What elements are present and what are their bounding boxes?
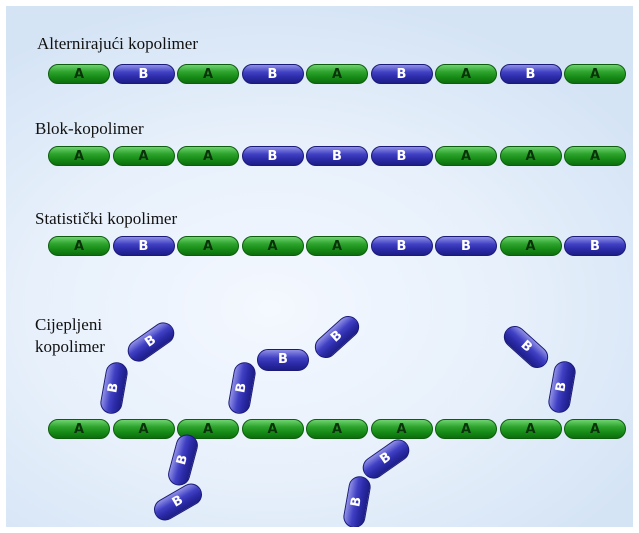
monomer-B-4: B [241, 146, 304, 166]
graft-branch-B-8: B [165, 432, 201, 488]
graft-branch-B-1: B [123, 318, 179, 366]
graft-branch-B-4: B [226, 360, 258, 416]
block-title: Blok-kopolimer [35, 119, 144, 138]
monomer-B-9: B [564, 236, 626, 256]
monomer-A-3: A [177, 236, 239, 256]
graft-title-line1: Cijepljeni [35, 315, 103, 334]
monomer-A-7: A [435, 64, 497, 84]
monomer-A-3: A [177, 146, 239, 166]
graft-branch-B-2: B [98, 360, 130, 416]
monomer-A-1: A [48, 146, 110, 166]
monomer-A-1: A [48, 236, 110, 256]
monomer-B-6: B [370, 236, 433, 256]
monomer-A-4: A [241, 419, 304, 439]
monomer-A-2: A [112, 146, 175, 166]
monomer-A-3: A [177, 64, 239, 84]
monomer-B-2: B [112, 236, 175, 256]
monomer-A-1: A [48, 419, 110, 439]
monomer-A-2: A [112, 419, 175, 439]
graft-branch-B-7: B [546, 359, 578, 415]
monomer-A-7: A [435, 146, 497, 166]
monomer-A-6: A [370, 419, 433, 439]
monomer-B-7: B [435, 236, 497, 256]
monomer-A-4: A [241, 236, 304, 256]
monomer-A-8: A [499, 236, 562, 256]
graft-branch-B-3: B [257, 349, 309, 371]
monomer-B-8: B [499, 64, 562, 84]
graft-title-line2: kopolimer [35, 337, 105, 356]
monomer-A-9: A [564, 419, 626, 439]
monomer-B-6: B [370, 64, 433, 84]
graft-branch-B-10: B [358, 435, 414, 483]
monomer-A-5: A [306, 419, 368, 439]
graft-branch-B-9: B [149, 479, 207, 525]
graft-branch-B-5: B [310, 311, 364, 363]
monomer-B-5: B [306, 146, 368, 166]
monomer-A-7: A [435, 419, 497, 439]
monomer-B-2: B [112, 64, 175, 84]
monomer-A-8: A [499, 419, 562, 439]
monomer-A-1: A [48, 64, 110, 84]
statistical-title: Statistički kopolimer [35, 209, 178, 228]
alternating-title: Alternirajući kopolimer [37, 34, 198, 53]
graft-branch-B-6: B [499, 321, 553, 373]
graft-branch-B-11: B [341, 474, 373, 527]
monomer-B-6: B [370, 146, 433, 166]
monomer-A-8: A [499, 146, 562, 166]
monomer-A-3: A [177, 419, 239, 439]
monomer-A-9: A [564, 64, 626, 84]
monomer-A-9: A [564, 146, 626, 166]
monomer-A-5: A [306, 236, 368, 256]
monomer-B-4: B [241, 64, 304, 84]
monomer-A-5: A [306, 64, 368, 84]
